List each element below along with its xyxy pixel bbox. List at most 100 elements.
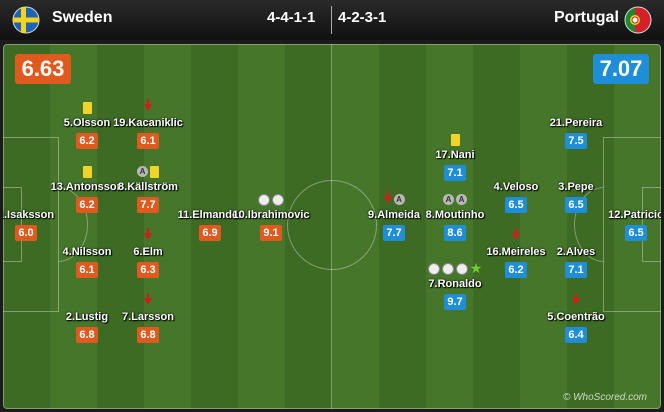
away-player[interactable]: ★7.Ronaldo 9.7 <box>395 262 515 310</box>
player-name: 9.Almeida <box>368 209 420 221</box>
player-name: 10.Ibrahimovic <box>232 209 310 221</box>
player-name: 5.Coentrão <box>547 311 605 323</box>
goal-icon <box>441 262 454 275</box>
home-player[interactable]: 5.Olsson 6.2 <box>27 101 147 149</box>
player-rating: 6.5 <box>625 225 647 241</box>
portugal-flag-icon <box>624 6 652 34</box>
home-player[interactable]: 10.Ibrahimovic 9.1 <box>211 193 331 241</box>
yellow-card-icon <box>82 165 92 178</box>
player-rating: 6.4 <box>565 327 587 343</box>
player-rating: 6.9 <box>199 225 221 241</box>
player-event-icons <box>395 131 515 146</box>
player-name: 12.Patricio <box>608 209 661 221</box>
player-name: 3.Pepe <box>558 181 594 193</box>
right-goal-box <box>642 187 661 262</box>
goal-icon <box>272 193 284 206</box>
player-rating: 6.1 <box>76 262 98 278</box>
away-player[interactable]: 21.Pereira 7.5 <box>516 117 636 149</box>
sub-off-arrow-icon <box>144 293 152 306</box>
player-rating: 9.7 <box>444 294 466 310</box>
yellow-card-icon <box>150 165 159 178</box>
player-rating: 6.0 <box>15 225 37 241</box>
player-rating: 6.1 <box>137 133 159 149</box>
player-event-icons: A <box>88 163 208 178</box>
away-player[interactable]: 5.Coentrão 6.4 <box>516 293 636 343</box>
player-name: 7.Ronaldo <box>428 278 482 290</box>
player-rating: 7.5 <box>565 133 587 149</box>
player-event-icons <box>516 293 636 307</box>
home-formation: 4-4-1-1 <box>267 9 316 26</box>
assist-icon: A <box>393 194 405 206</box>
away-player[interactable]: 2.Alves 7.1 <box>516 246 636 278</box>
pitch-outline <box>3 44 661 409</box>
player-rating: 7.1 <box>444 165 466 181</box>
watermark: © WhoScored.com <box>562 392 647 403</box>
home-team-name: Sweden <box>52 9 113 26</box>
player-name: 2.Lustig <box>65 311 109 323</box>
man-of-the-match-star-icon: ★ <box>469 260 483 277</box>
player-rating: 6.2 <box>76 133 98 149</box>
away-player[interactable]: 12.Patricio 6.5 <box>576 209 661 241</box>
player-name: 2.Alves <box>556 246 596 258</box>
player-rating: 6.2 <box>505 262 527 278</box>
sub-off-arrow-icon <box>383 191 392 204</box>
player-name: 11.Elmander <box>177 209 243 221</box>
home-team-rating: 6.63 <box>15 54 71 84</box>
assist-icon: A <box>443 194 454 206</box>
player-event-icons <box>211 191 331 206</box>
player-rating: 6.5 <box>565 197 587 213</box>
home-player[interactable]: A 8.Källström 7.7 <box>88 165 208 213</box>
player-name: 4.Nilsson <box>62 246 112 258</box>
player-name: 8.Källström <box>118 181 178 193</box>
player-event-icons <box>456 228 576 242</box>
player-name: 6.Elm <box>133 246 163 258</box>
player-name: 16.Meireles <box>486 246 546 258</box>
player-name: 5.Olsson <box>63 117 111 129</box>
goal-icon <box>455 262 468 275</box>
player-rating: 6.8 <box>76 327 98 343</box>
home-player[interactable]: 2.Lustig 6.8 <box>27 311 147 343</box>
goal-icon <box>258 193 270 206</box>
player-rating: 6.8 <box>137 327 159 343</box>
home-player[interactable]: 11.Elmander 6.9 <box>150 209 270 241</box>
assist-icon: A <box>137 166 148 178</box>
formation-divider <box>331 6 332 34</box>
match-header: Sweden 4-4-1-1 4-2-3-1 Portugal <box>0 0 664 40</box>
player-name: 4.Veloso <box>493 181 539 193</box>
player-rating: 7.7 <box>137 197 159 213</box>
away-player[interactable]: 17.Nani 7.1 <box>395 133 515 181</box>
player-event-icons: A <box>334 191 454 206</box>
right-penalty-box <box>603 137 661 312</box>
player-rating: 8.6 <box>444 225 466 241</box>
player-rating: 6.3 <box>137 262 159 278</box>
player-name: 1.Isaksson <box>3 209 55 221</box>
away-player[interactable]: 4.Veloso 6.5 <box>456 181 576 213</box>
away-player[interactable]: 3.Pepe 6.5 <box>516 181 636 213</box>
player-rating: 6.5 <box>505 197 527 213</box>
player-rating: 7.1 <box>565 262 587 278</box>
player-name: 13.Antonsson <box>50 181 124 193</box>
sweden-flag-icon <box>12 6 40 34</box>
player-rating: 6.2 <box>76 197 98 213</box>
player-event-icons <box>88 228 208 242</box>
player-rating: 9.1 <box>260 225 282 241</box>
yellow-card-icon <box>82 101 92 114</box>
goal-icon <box>427 262 440 275</box>
away-player[interactable]: 16.Meireles 6.2 <box>456 228 576 278</box>
player-name: 21.Pereira <box>549 117 603 129</box>
home-player[interactable]: 4.Nilsson 6.1 <box>27 246 147 278</box>
home-player[interactable]: 1.Isaksson 6.0 <box>3 209 86 241</box>
player-name: 17.Nani <box>435 149 475 161</box>
player-name: 8.Moutinho <box>425 209 485 221</box>
home-player[interactable]: 13.Antonsson 6.2 <box>27 165 147 213</box>
player-event-icons <box>88 99 208 113</box>
yellow-card-icon <box>450 133 460 146</box>
sub-off-arrow-icon <box>512 228 520 241</box>
home-player[interactable]: 6.Elm 6.3 <box>88 228 208 278</box>
